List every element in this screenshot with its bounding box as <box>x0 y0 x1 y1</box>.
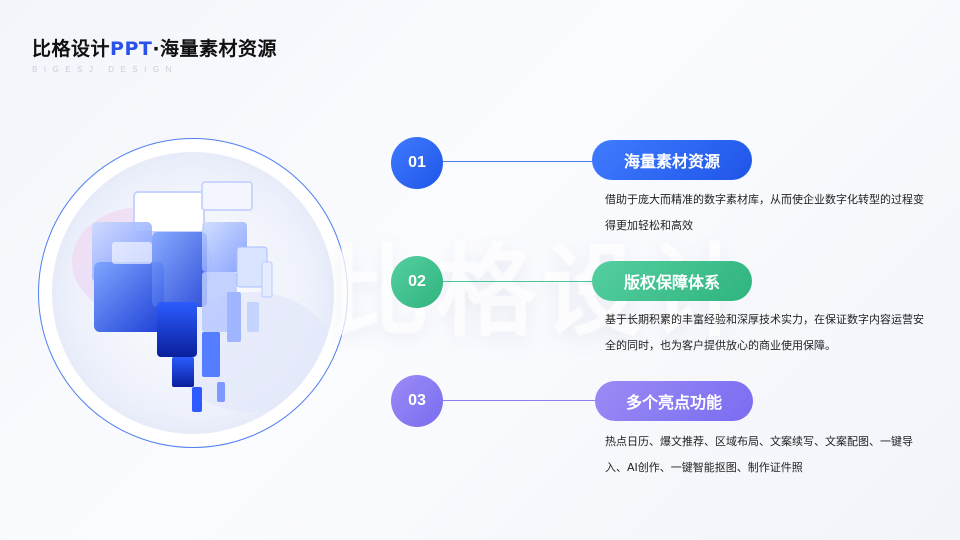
item-1-description: 借助于庞大而精准的数字素材库，从而使企业数字化转型的过程变得更加轻松和高效 <box>605 193 924 232</box>
item-2-number-badge: 02 <box>391 256 443 308</box>
item-3-connector <box>443 400 595 401</box>
item-3-number-badge: 03 <box>391 375 443 427</box>
page-subtitle: BIGESJ DESIGN <box>32 65 178 74</box>
item-2-connector <box>443 281 595 282</box>
cube-illustration <box>52 152 334 434</box>
item-2-heading: 版权保障体系 <box>592 261 752 301</box>
item-3-description: 热点日历、爆文推荐、区域布局、文案续写、文案配图、一键导入、AI创作、一键智能抠… <box>605 435 913 474</box>
page-title: 比格设计PPT·海量素材资源 <box>32 34 277 61</box>
item-3-heading: 多个亮点功能 <box>595 381 753 421</box>
item-1-number-badge: 01 <box>391 137 443 189</box>
item-1-connector <box>443 161 595 162</box>
title-rest: ·海量素材资源 <box>152 38 278 60</box>
item-2-description: 基于长期积累的丰富经验和深厚技术实力，在保证数字内容运营安全的同时，也为客户提供… <box>605 313 924 352</box>
item-1-heading: 海量素材资源 <box>592 140 752 180</box>
title-accent: PPT <box>110 38 153 60</box>
title-brand: 比格设计 <box>32 38 111 60</box>
